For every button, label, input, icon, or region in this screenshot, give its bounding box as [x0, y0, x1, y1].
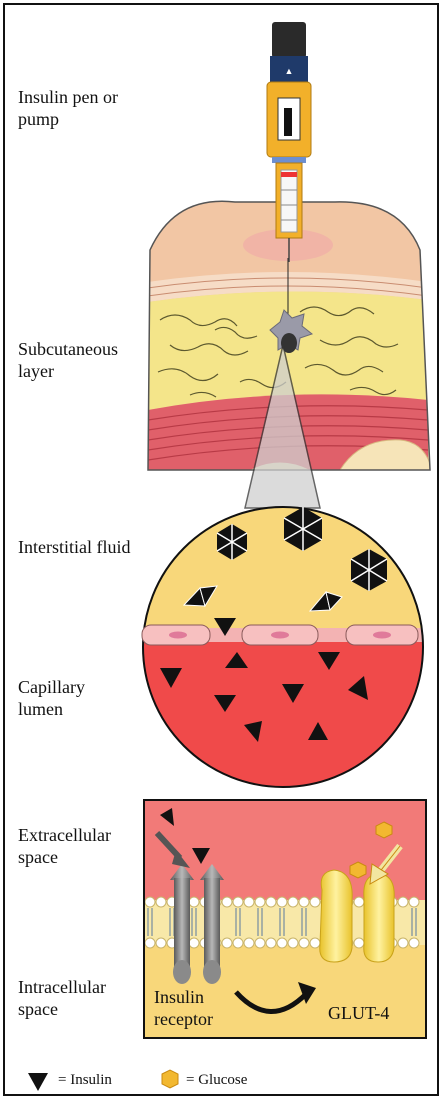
label-extracellular-space: Extracellular space: [18, 824, 128, 868]
label-insulin-receptor: Insulin receptor: [154, 986, 224, 1030]
legend-insulin-label: = Insulin: [58, 1069, 112, 1091]
legend-glucose-label: = Glucose: [186, 1069, 247, 1091]
legend-glucose-symbol: [162, 1070, 178, 1088]
label-intracellular-space: Intracellular space: [18, 976, 128, 1020]
label-subcutaneous-layer: Subcutaneous layer: [18, 338, 138, 382]
label-glut4: GLUT-4: [328, 1002, 408, 1024]
interstitial-capillary-zoom: [140, 500, 430, 800]
label-interstitial-fluid: Interstitial fluid: [18, 536, 168, 558]
svg-text:▲: ▲: [285, 66, 294, 76]
label-insulin-pen: Insulin pen or pump: [18, 86, 148, 130]
label-capillary-lumen: Capillary lumen: [18, 676, 118, 720]
legend-insulin-symbol: [28, 1073, 48, 1091]
skin-tissue-section: [140, 195, 440, 508]
